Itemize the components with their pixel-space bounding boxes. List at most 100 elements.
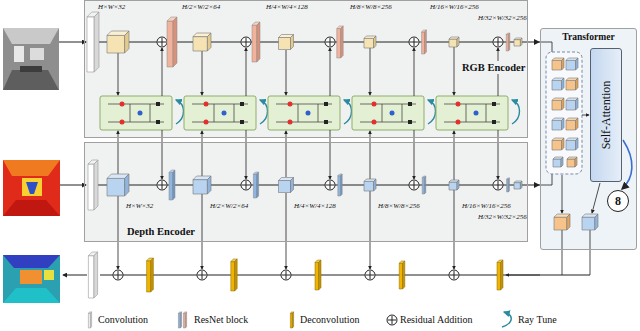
repeat-circle: 8 — [607, 190, 629, 212]
transformer-wire — [540, 42, 552, 52]
token-cube — [553, 157, 563, 167]
legend-addition-icon — [387, 315, 397, 325]
addition-plus — [450, 271, 458, 279]
depth-image-band — [3, 200, 60, 216]
dimension-label: H/32×W/32×256 — [478, 14, 527, 23]
fusion-circuit — [360, 104, 416, 122]
feature-cube — [193, 33, 211, 51]
resnet-slab — [337, 26, 343, 58]
rgb-image-window — [30, 48, 44, 60]
addition-circle — [325, 37, 335, 47]
rgb-image — [3, 28, 59, 90]
fusion-circuit — [444, 104, 500, 122]
feature-cube — [279, 178, 294, 193]
fusion-dot — [288, 120, 293, 125]
addition-circle — [157, 37, 167, 47]
encoder-panel: RGB Encoder — [84, 0, 528, 138]
addition-plus — [494, 181, 502, 189]
resnet-slab — [253, 172, 258, 198]
resnet-slab — [252, 22, 260, 62]
dimension-label: H/8×W/8×256 — [350, 3, 392, 12]
fusion-dot — [222, 111, 227, 116]
segmentation-image — [3, 255, 60, 303]
skip-arrow — [202, 194, 203, 269]
fusion-dot — [456, 120, 461, 125]
fusion-node — [156, 102, 160, 106]
addition-plus — [242, 38, 250, 46]
resnet-slab — [507, 178, 510, 192]
addition-plus — [410, 38, 418, 46]
fusion-node — [492, 120, 496, 124]
resnet-slab — [422, 30, 427, 54]
token-cube — [552, 58, 564, 70]
dimension-label: H/32×W/32×256 — [478, 213, 527, 222]
tap-arrow — [118, 53, 119, 95]
tap-arrow — [162, 48, 163, 96]
legend-resnet-icon — [178, 312, 181, 328]
fusion-dot — [288, 102, 293, 107]
deconvolution-slab — [231, 259, 237, 291]
addition-plus — [158, 38, 166, 46]
addition-circle — [113, 270, 123, 280]
addition-plus — [326, 38, 334, 46]
token-cube — [566, 78, 578, 90]
fusion-dot — [474, 111, 479, 116]
panel-ground — [84, 0, 528, 138]
transformer-wire — [540, 174, 552, 185]
fusion-node — [324, 102, 328, 106]
addition-plus — [326, 181, 334, 189]
token-cube — [566, 58, 578, 70]
attention-input — [582, 115, 589, 116]
legend-text: Convolution — [98, 314, 148, 326]
fusion-node — [240, 120, 244, 124]
dimension-label: H×W×32 — [98, 3, 125, 12]
legend-text: Residual Addition — [400, 314, 473, 326]
feature-cube — [364, 179, 376, 191]
addition-plus — [366, 271, 374, 279]
depth-image — [3, 160, 60, 216]
fusion-dot — [306, 111, 311, 116]
token-cube — [566, 98, 578, 110]
depth-image-band — [22, 178, 42, 196]
input-arrow — [60, 185, 86, 186]
skip-arrow — [370, 191, 371, 269]
resnet-slab — [167, 17, 177, 67]
deconvolution-slab — [497, 260, 503, 290]
addition-plus — [242, 181, 250, 189]
token-cube — [552, 118, 564, 130]
fusion-dot — [138, 111, 143, 116]
decoder-wire — [100, 275, 590, 276]
legend-convolution-icon — [88, 312, 91, 328]
convolution-slab — [88, 252, 97, 298]
token-cube — [552, 138, 564, 150]
fusion-circuit — [192, 104, 248, 122]
feature-cube — [193, 176, 211, 194]
feature-cube — [449, 37, 459, 47]
transformer-output — [592, 183, 600, 213]
addition-plus — [114, 271, 122, 279]
token-cube — [552, 98, 564, 110]
decoder-arrow — [506, 275, 540, 276]
fusion-node — [408, 120, 412, 124]
attention-box: Self-Attention — [590, 48, 622, 182]
segmentation-region — [3, 288, 60, 303]
fusion-dot — [120, 102, 125, 107]
node-text: 8 — [615, 194, 621, 208]
tap-arrow — [414, 48, 415, 96]
node-text: Self-Attention — [599, 81, 613, 150]
addition-circle — [325, 180, 335, 190]
skip-arrow — [286, 193, 287, 269]
node-text: Depth Encoder — [125, 225, 197, 238]
tap-arrow — [370, 48, 371, 95]
node-text: RGB Encoder — [460, 61, 527, 74]
addition-circle — [493, 180, 503, 190]
deconvolution-slab — [147, 258, 154, 292]
skip-arrow — [454, 190, 455, 269]
connector — [528, 182, 540, 188]
legend-text: Ray Tune — [518, 314, 557, 326]
convolution-slab — [88, 160, 98, 210]
legend-resnet-icon — [183, 312, 186, 328]
